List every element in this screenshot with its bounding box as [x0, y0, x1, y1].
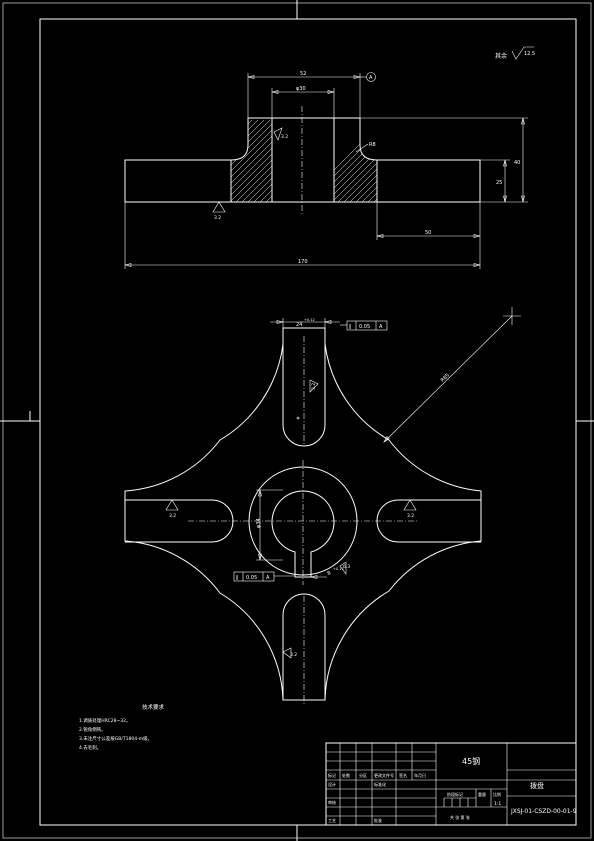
datum-circle [366, 72, 376, 82]
dim-slot-tolerance: +0.12 [304, 318, 315, 322]
tb-material: 45钢 [462, 756, 480, 766]
title-block: 45钢 拨盘 JXSJ-01-CSZD-00-01-9 1:1 标记 处数 分区… [325, 742, 577, 826]
roughness-note: 其余 12.5 [495, 46, 535, 60]
tb-row-approve: 批准 [374, 817, 382, 823]
front-view-outline [124, 117, 481, 203]
note-line-1: 1.调质处理HRC28~32。 [79, 717, 130, 724]
tol-top-symbol: ∥ [349, 324, 352, 330]
dim-keyway: 8 [326, 570, 331, 577]
top-view-outline [124, 327, 482, 701]
dim-flange-step: 50 [425, 230, 431, 236]
slot-left [125, 499, 234, 543]
rough-keyway: 6.3 [343, 564, 350, 570]
dim-slot-width: 24 [296, 322, 302, 328]
rough-bore: 3.2 [281, 134, 288, 140]
tb-hdr-change-doc: 更改文件号 [374, 772, 394, 778]
tb-weight: 重量 [478, 791, 486, 797]
tb-hdr-mark: 标记 [328, 772, 336, 778]
tb-sheet-info: 共 张 第 张 [450, 814, 470, 820]
hatch-left [231, 119, 272, 202]
note-line-4: 4.去毛刺。 [79, 744, 101, 751]
tb-scale: 1:1 [494, 801, 501, 807]
dim-boss-width: 52 [300, 71, 306, 77]
tb-row-standard: 标准化 [374, 781, 386, 787]
rough-bottom: 3.2 [214, 215, 221, 221]
tb-row-check: 审核 [328, 799, 336, 805]
rough-bottom-slot: 3.2 [290, 652, 297, 658]
dim-overall-width: 170 [298, 259, 308, 265]
tb-hdr-zone: 分区 [359, 772, 367, 778]
roughness-note-label: 其余 [495, 52, 507, 60]
tol-bottom-symbol: ∥ [236, 575, 239, 581]
dim-height-total: 40 [514, 160, 520, 166]
tb-stage-mark: 阶段标记 [447, 791, 463, 797]
dim-arc-radius: R85 [440, 373, 451, 384]
tb-hdr-count: 处数 [342, 772, 350, 778]
datum-label: A [369, 75, 373, 81]
slot-top [282, 328, 326, 447]
hatch-right [334, 119, 377, 202]
tol-top-value: 0.05 [359, 324, 370, 330]
dim-bore: φ30 [296, 86, 306, 92]
slot-right [376, 499, 481, 543]
rough-right-slot: 3.2 [407, 513, 414, 519]
technical-notes: 技术要求 1.调质处理HRC28~32。 2.锐角倒钝。 3.未注尺寸公差按GB… [79, 703, 165, 751]
tb-hdr-signature: 签名 [399, 772, 407, 778]
tb-row-design: 设计 [328, 781, 336, 787]
tol-bottom-value: 0.05 [246, 575, 257, 581]
rough-top-slot: 3.2 [311, 383, 317, 390]
top-view: 24 +0.12 ∥ 0.05 A R85 3.2 3.2 3.2 3.2 [124, 307, 521, 706]
note-line-3: 3.未注尺寸公差按GB/T1804-m级。 [79, 735, 152, 742]
tb-drawing-no: JXSJ-01-CSZD-00-01-9 [510, 808, 577, 815]
tol-frame-top: ∥ 0.05 A [340, 320, 388, 331]
hub-bore-keyway [271, 490, 335, 578]
rough-left-slot: 3.2 [169, 513, 176, 519]
tol-bottom-datum: A [266, 575, 270, 581]
note-line-2: 2.锐角倒钝。 [79, 726, 106, 733]
fillet-label: R8 [369, 142, 376, 148]
slot-bottom [282, 593, 326, 700]
tb-hdr-date: 年月日 [414, 772, 426, 778]
roughness-note-value: 12.5 [524, 51, 535, 57]
dim-keyway-tol: +0.12 [333, 567, 344, 571]
notes-title: 技术要求 [142, 703, 165, 711]
tol-frame-bottom: ∥ 0.05 A [233, 571, 295, 582]
dim-flange-thickness: 25 [496, 180, 502, 186]
dim-bore-dia: φ34 [256, 518, 262, 528]
front-view: 52 A φ30 40 25 50 170 R8 [124, 71, 528, 269]
tb-ratio: 比例 [493, 791, 501, 797]
tb-row-craft: 工艺 [328, 818, 336, 823]
tol-top-datum: A [379, 324, 383, 330]
tb-part-name: 拨盘 [530, 781, 544, 790]
